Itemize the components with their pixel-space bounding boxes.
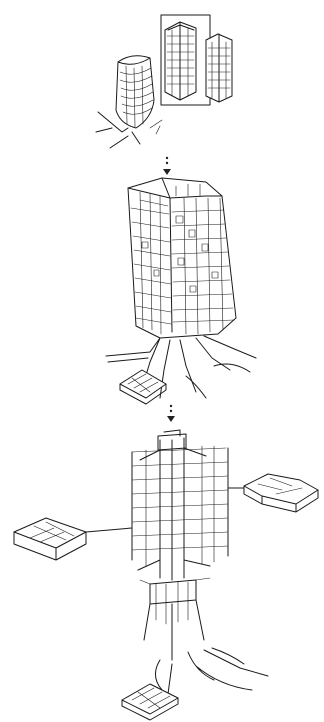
right-room-model <box>228 474 318 512</box>
right-tower <box>206 34 232 102</box>
middle-tower <box>161 15 210 105</box>
connector-arrow-2 <box>167 405 175 422</box>
single-tower <box>106 178 256 404</box>
exploded-structure <box>14 430 318 720</box>
connector-arrow-1 <box>163 157 171 175</box>
left-room-model <box>14 518 132 560</box>
tower-group <box>96 15 232 148</box>
left-tower <box>96 56 154 148</box>
